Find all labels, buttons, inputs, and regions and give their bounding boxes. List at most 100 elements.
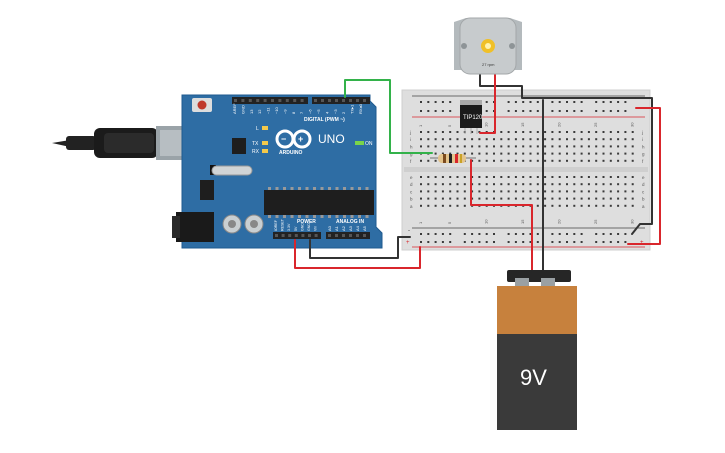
row-letter: h: [642, 144, 645, 149]
digital-pin-label: ~3: [333, 109, 338, 114]
led-l: [262, 126, 268, 130]
digital-pin-label: AREF: [232, 103, 237, 114]
power-pin-label: GND: [300, 223, 304, 231]
column-number: 10: [484, 219, 489, 224]
arduino-logo-icon: − +: [275, 129, 312, 149]
power-pin-label: RESET: [281, 218, 285, 231]
digital-pin-label: 2: [341, 111, 346, 114]
row-letter: f: [642, 159, 644, 164]
digital-pin-label: ~6: [308, 109, 313, 114]
column-number: 1: [418, 124, 423, 127]
digital-pin-label: RX◂0: [358, 103, 363, 114]
column-number: 30: [630, 122, 635, 127]
led-tx-label: TX: [252, 141, 259, 147]
motor-rpm-label: 27 rpm: [482, 62, 495, 67]
logo-text: ARDUINO: [279, 150, 302, 156]
on-led: [355, 141, 364, 145]
wire-red-5v[interactable]: [294, 239, 421, 269]
column-number: 5: [447, 124, 452, 127]
model-label: UNO: [318, 132, 345, 146]
svg-text:−: −: [281, 134, 286, 144]
analog-pin-label: A3: [348, 225, 353, 231]
wire-right-black[interactable]: [631, 97, 653, 235]
wire-motor-black[interactable]: [479, 69, 641, 99]
battery-9v[interactable]: 9V: [497, 270, 577, 430]
analog-header: [326, 232, 370, 239]
on-label: ON: [365, 141, 373, 147]
wire-black-gnd[interactable]: [309, 236, 411, 259]
power-pin-label: Vin: [314, 226, 318, 231]
row-letter: j: [641, 130, 643, 135]
tip120-transistor[interactable]: TIP120: [460, 100, 483, 134]
analog-header-label: ANALOG IN: [336, 219, 364, 225]
regulator: [200, 180, 214, 200]
wire-green-signal[interactable]: [344, 79, 433, 154]
digital-pin-label: ~9: [282, 109, 287, 114]
row-letter: g: [642, 152, 645, 157]
digital-pin-label: ~11: [266, 107, 271, 114]
wire-battery-red[interactable]: [470, 159, 533, 271]
row-letter: i: [410, 137, 411, 142]
row-letter: e: [642, 175, 645, 180]
column-number: 20: [557, 219, 562, 224]
row-letter: e: [410, 175, 413, 180]
atmega-chip: [264, 190, 374, 215]
transistor-label: TIP120: [463, 115, 483, 121]
digital-pin-label: 4: [324, 111, 329, 114]
column-number: 10: [484, 122, 489, 127]
row-letter: i: [642, 137, 643, 142]
dc-motor[interactable]: 27 rpm: [454, 17, 522, 75]
rail-minus-label: -: [408, 228, 410, 234]
row-letter: a: [642, 204, 645, 209]
row-letter: b: [642, 197, 645, 202]
column-number: 5: [447, 221, 452, 224]
wires: [294, 69, 661, 271]
power-jack[interactable]: [176, 212, 214, 242]
row-letter: b: [410, 197, 413, 202]
column-number: 15: [520, 219, 525, 224]
analog-pin-label: A0: [327, 225, 332, 231]
wire-right-red[interactable]: [627, 107, 661, 245]
battery-label: 9V: [520, 365, 547, 390]
digital-pin-label: ~5: [316, 109, 321, 114]
digital-header-label: DIGITAL (PWM ~): [304, 117, 345, 123]
column-number: 25: [593, 219, 598, 224]
wire-motor-red[interactable]: [479, 69, 496, 134]
power-pin-label: 5V: [294, 226, 298, 231]
row-letter: g: [410, 152, 413, 157]
column-number: 25: [593, 122, 598, 127]
row-letter: c: [410, 189, 413, 194]
digital-pin-label: 8: [291, 111, 296, 114]
led-rx-label: RX: [252, 149, 260, 155]
crystal: [211, 165, 253, 176]
power-pin-label: 3.3V: [287, 223, 291, 231]
analog-pin-label: A1: [334, 225, 339, 231]
row-letter: d: [642, 182, 645, 187]
digital-pin-label: 12: [257, 109, 262, 114]
digital-pin-label: 13: [249, 109, 254, 114]
column-number: 30: [630, 219, 635, 224]
row-letter: c: [642, 189, 645, 194]
digital-pin-label: TX▸1: [350, 104, 355, 114]
resistor[interactable]: [430, 154, 476, 163]
power-pin-label: IOREF: [274, 219, 278, 231]
column-number: 15: [520, 122, 525, 127]
power-header-label: POWER: [297, 219, 316, 225]
row-letter: h: [410, 144, 413, 149]
usb-chip: [232, 138, 246, 154]
digital-pin-label: GND: [240, 105, 245, 114]
row-letter: d: [410, 182, 413, 187]
analog-pin-label: A4: [355, 225, 360, 231]
power-pin-label: GND: [307, 223, 311, 231]
led-rx: [262, 149, 268, 153]
led-l-label: L: [256, 126, 259, 132]
column-number: 20: [557, 122, 562, 127]
digital-pin-label: ~10: [274, 106, 279, 114]
